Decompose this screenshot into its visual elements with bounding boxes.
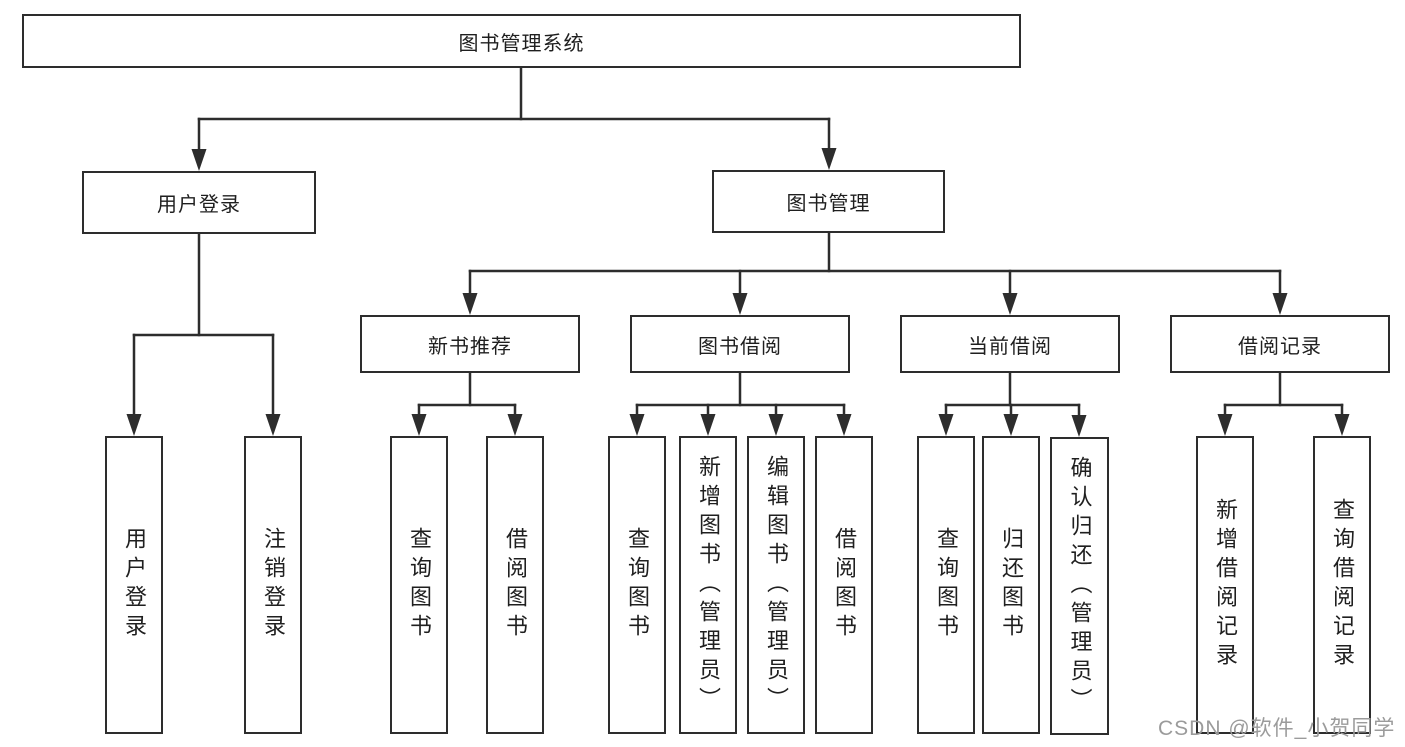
leaf-query-books-1-label: 查询图书 (407, 527, 432, 643)
leaf-add-borrow-record: 新增借阅记录 (1196, 436, 1254, 734)
node-user-login-label: 用户登录 (157, 194, 241, 216)
node-user-login: 用户登录 (82, 171, 316, 234)
node-new-book-recommend-label: 新书推荐 (428, 335, 512, 358)
leaf-return-books: 归还图书 (982, 436, 1040, 734)
leaf-confirm-return-admin-label: 确认归还（管理员） (1067, 455, 1093, 717)
edges-user-login (126, 232, 281, 436)
node-borrowing-records: 借阅记录 (1170, 315, 1390, 373)
leaf-return-books-label: 归还图书 (999, 527, 1024, 643)
node-borrowing-records-label: 借阅记录 (1238, 335, 1322, 358)
leaf-edit-books-admin: 编辑图书（管理员） (747, 436, 805, 734)
leaf-logout: 注销登录 (244, 436, 302, 734)
leaf-add-borrow-record-label: 新增借阅记录 (1213, 498, 1238, 672)
node-book-borrowing: 图书借阅 (630, 315, 850, 373)
edges-borrowing-group (629, 371, 852, 436)
leaf-borrow-books-2: 借阅图书 (815, 436, 873, 734)
leaf-logout-label: 注销登录 (261, 527, 286, 643)
leaf-edit-books-admin-label: 编辑图书（管理员） (764, 454, 789, 716)
node-new-book-recommend: 新书推荐 (360, 315, 580, 373)
leaf-add-books-admin: 新增图书（管理员） (679, 436, 737, 734)
node-system-root: 图书管理系统 (22, 14, 1021, 68)
csdn-watermark: CSDN @软件_小贺同学 (1158, 717, 1396, 740)
leaf-add-books-admin-label: 新增图书（管理员） (696, 454, 721, 716)
leaf-query-borrow-record-label: 查询借阅记录 (1330, 498, 1355, 672)
leaf-query-books-1: 查询图书 (390, 436, 448, 734)
leaf-user-login: 用户登录 (105, 436, 163, 734)
edges-current-borrow-group (938, 371, 1087, 437)
node-system-root-label: 图书管理系统 (458, 32, 585, 55)
leaf-borrow-books-1-label: 借阅图书 (503, 527, 528, 643)
leaf-user-login-label: 用户登录 (122, 527, 147, 643)
node-book-management-label: 图书管理 (786, 193, 871, 215)
leaf-query-borrow-record: 查询借阅记录 (1313, 436, 1371, 734)
edges-new-book-group (411, 371, 523, 436)
leaf-query-books-2: 查询图书 (608, 436, 666, 734)
leaf-query-books-3-label: 查询图书 (934, 527, 959, 643)
leaf-borrow-books-2-label: 借阅图书 (832, 527, 857, 643)
edges-book-management (462, 231, 1288, 315)
node-book-borrowing-label: 图书借阅 (698, 335, 782, 358)
leaf-borrow-books-1: 借阅图书 (486, 436, 544, 734)
edges-root (191, 65, 837, 171)
leaf-confirm-return-admin: 确认归还（管理员） (1050, 437, 1109, 735)
node-current-borrowing-label: 当前借阅 (968, 335, 1052, 358)
leaf-query-books-2-label: 查询图书 (625, 527, 650, 643)
leaf-query-books-3: 查询图书 (917, 436, 975, 734)
node-current-borrowing: 当前借阅 (900, 315, 1120, 373)
edges-records-group (1217, 371, 1350, 436)
node-book-management: 图书管理 (712, 170, 945, 233)
